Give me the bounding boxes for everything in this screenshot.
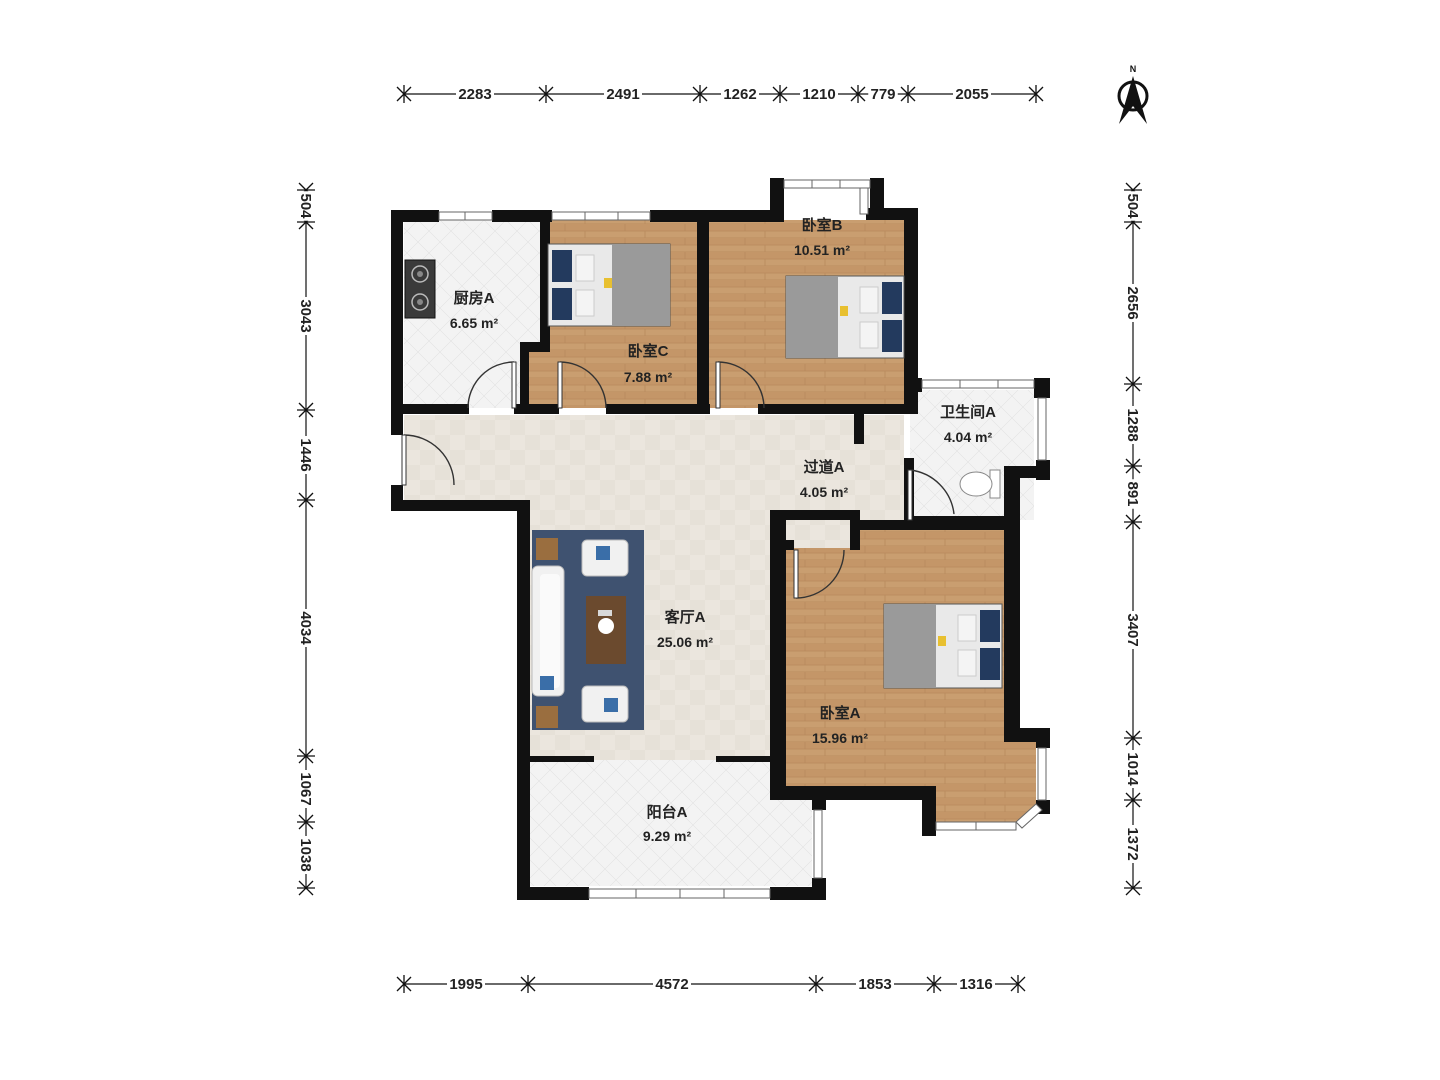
bedroom-c-area: 7.88 m² — [624, 369, 673, 385]
left-dim-0: 504 — [297, 193, 314, 219]
top-dim-1: 2491 — [606, 86, 639, 103]
room-labels: 厨房A 6.65 m² 卧室C 7.88 m² 卧室B 10.51 m² 卫生间… — [450, 216, 996, 844]
living-area: 25.06 m² — [657, 634, 713, 650]
bedroom-a-name: 卧室A — [820, 704, 861, 722]
bathroom-area: 4.04 m² — [944, 429, 993, 445]
bedroom-a-side-window — [1037, 747, 1047, 801]
bedroom-a-area: 15.96 m² — [812, 730, 868, 746]
bedroom-a-corner-window — [1015, 803, 1043, 829]
right-dim-1: 2656 — [1124, 286, 1141, 319]
balcony-area: 9.29 m² — [643, 828, 692, 844]
bed-a-icon — [883, 603, 1003, 689]
right-dim-6: 1372 — [1124, 827, 1141, 860]
bottom-dim-0: 1995 — [449, 976, 482, 993]
north-label: N — [1130, 64, 1137, 74]
toilet-icon — [959, 469, 1001, 499]
window-mullions — [464, 180, 999, 898]
top-dim-3: 1210 — [802, 86, 835, 103]
bed-c-icon — [547, 243, 671, 327]
bedroom-b-window — [783, 179, 871, 189]
walls — [391, 178, 1050, 900]
stove-icon — [404, 259, 436, 319]
north-compass-icon: N — [1117, 64, 1149, 124]
bedroom-b-side-window — [859, 187, 869, 215]
right-dim-2: 1288 — [1124, 408, 1141, 441]
left-dim-1: 3043 — [297, 299, 314, 332]
bottom-dim-1: 4572 — [655, 976, 688, 993]
furniture — [404, 243, 1003, 730]
living-name: 客厅A — [664, 608, 706, 626]
bathroom-window — [921, 379, 1035, 389]
right-dim-0: 504 — [1124, 193, 1141, 219]
left-dim-4: 1067 — [297, 772, 314, 805]
bathroom-name: 卫生间A — [940, 403, 996, 421]
left-dim-3: 4034 — [297, 611, 314, 645]
floors — [404, 220, 1036, 886]
dimension-lines: 2283 2491 1262 1210 779 2055 1995 4572 1853 1316 5… — [297, 85, 1142, 993]
left-dim-5: 1038 — [297, 838, 314, 871]
bedroom-b-area: 10.51 m² — [794, 242, 850, 258]
top-dim-5: 2055 — [955, 86, 988, 103]
bedroom-b-name: 卧室B — [802, 216, 843, 234]
kitchen-name: 厨房A — [454, 289, 495, 307]
living-room-set-icon — [531, 530, 644, 730]
right-dim-3: 891 — [1124, 481, 1141, 506]
balcony-name: 阳台A — [647, 803, 688, 821]
balcony-floor — [530, 760, 812, 886]
bathroom-side-window — [1037, 397, 1047, 461]
top-dim-0: 2283 — [458, 86, 491, 103]
right-dim-4: 3407 — [1124, 613, 1141, 646]
corridor-area: 4.05 m² — [800, 484, 849, 500]
top-dim-2: 1262 — [723, 86, 756, 103]
right-dim-5: 1014 — [1124, 752, 1141, 786]
corridor-name: 过道A — [804, 458, 845, 476]
balcony-side-window — [813, 809, 823, 879]
left-dim-2: 1446 — [297, 438, 314, 471]
kitchen-area: 6.65 m² — [450, 315, 499, 331]
bedroom-c-window — [551, 211, 651, 221]
bottom-dim-3: 1316 — [959, 976, 992, 993]
bedroom-c-name: 卧室C — [628, 342, 669, 360]
bottom-dim-2: 1853 — [858, 976, 891, 993]
top-dim-4: 779 — [870, 86, 895, 103]
bed-b-icon — [785, 275, 905, 359]
door-leaves — [401, 361, 913, 599]
